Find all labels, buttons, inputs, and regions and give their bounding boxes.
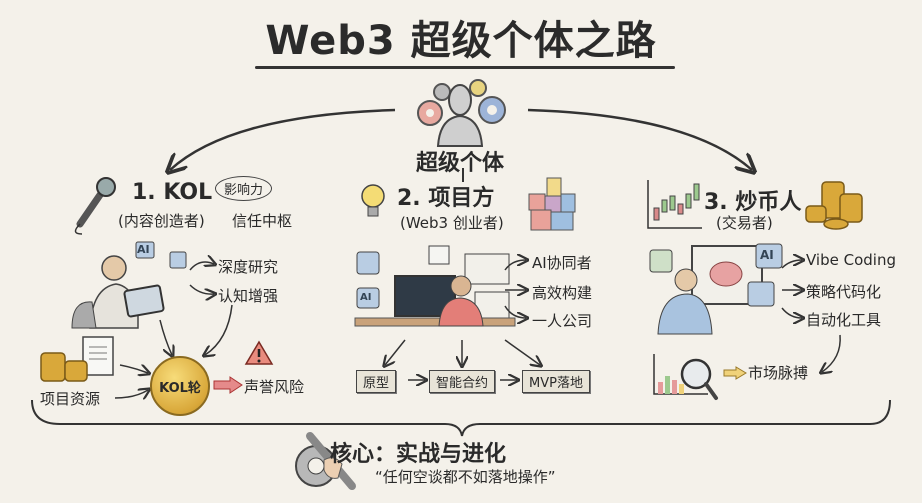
reputation-risk-label: 声誉风险 xyxy=(244,378,305,396)
pipeline-mvp: MVP落地 xyxy=(522,370,590,393)
developer-at-desk-illustration xyxy=(354,245,516,327)
ai-tag: AI xyxy=(137,243,150,256)
section-trader-subtitle: (交易者) xyxy=(716,214,773,232)
trader-at-computer-illustration xyxy=(649,243,783,335)
deep-research-label: 深度研究 xyxy=(218,258,279,276)
project-resources-label: 项目资源 xyxy=(40,390,101,408)
risk-arrow-icon xyxy=(213,376,243,394)
core-quote: “任何空谈都不如落地操作” xyxy=(375,468,556,486)
core-title: 核心：实战与进化 xyxy=(330,442,507,467)
kol-round-coin: KOL轮 xyxy=(150,356,210,416)
coin-stack-with-document-icon xyxy=(40,336,114,382)
wrench-gear-hand-icon xyxy=(295,432,356,490)
candlestick-chart-icon xyxy=(647,180,702,229)
trust-hub-label: 信任中枢 xyxy=(232,212,293,230)
section-builder-title: 2. 项目方 xyxy=(397,186,495,211)
section-trader-title: 3. 炒币人 xyxy=(704,190,802,215)
market-analysis-magnifier-icon xyxy=(653,354,718,400)
ai-collaborator-label: AI协同者 xyxy=(532,254,592,272)
ai-tag-trader: AI xyxy=(760,248,774,262)
person-with-gears-icon xyxy=(417,79,506,147)
ai-tag-builder: AI xyxy=(360,292,372,303)
cognition-boost-label: 认知增强 xyxy=(218,287,279,305)
coin-stacks-icon xyxy=(805,181,863,230)
researcher-with-tablet-illustration xyxy=(71,241,187,329)
section-builder-subtitle: (Web3 创业者) xyxy=(400,214,504,232)
influence-bubble: 影响力 xyxy=(215,176,273,201)
lightbulb-icon xyxy=(361,184,385,217)
microphone-icon xyxy=(74,177,116,235)
hub-label: 超级个体 xyxy=(415,151,504,176)
efficient-build-label: 高效构建 xyxy=(532,284,593,302)
section-kol-subtitle: (内容创造者) xyxy=(118,212,205,230)
title-underline xyxy=(255,66,675,69)
pipeline-prototype: 原型 xyxy=(356,370,397,393)
pipeline-smart-contract: 智能合约 xyxy=(429,370,496,393)
page-title: Web3 超级个体之路 xyxy=(265,18,657,64)
warning-icon xyxy=(244,340,274,365)
one-person-company-label: 一人公司 xyxy=(532,312,593,330)
section-kol-title: 1. KOL xyxy=(132,180,213,205)
strategy-as-code-label: 策略代码化 xyxy=(806,283,882,301)
vibe-coding-label: Vibe Coding xyxy=(806,251,896,269)
market-pulse-label: 市场脉搏 xyxy=(748,364,809,382)
pulse-arrow-icon xyxy=(723,366,747,380)
building-blocks-icon xyxy=(528,177,576,231)
automation-tools-label: 自动化工具 xyxy=(806,311,882,329)
